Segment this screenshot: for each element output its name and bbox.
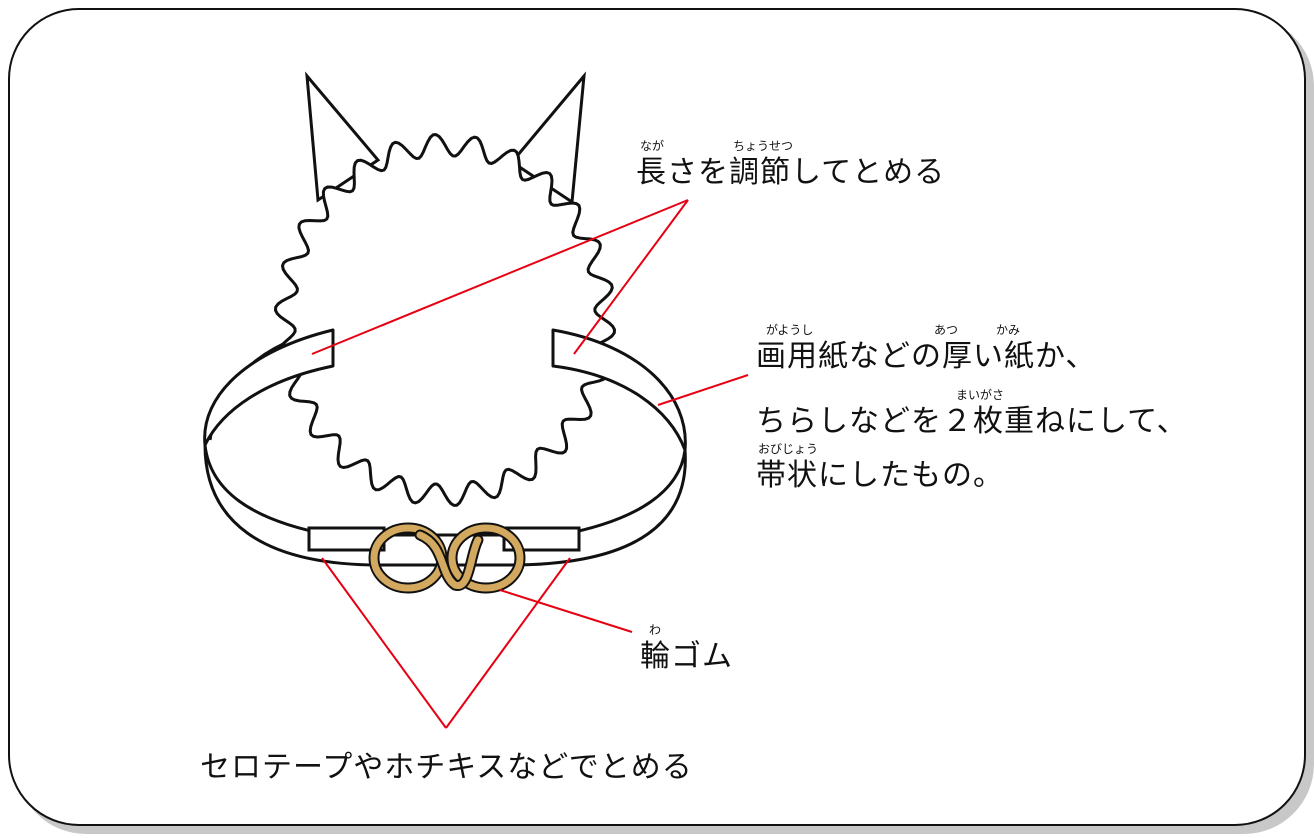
- label-tape-text: セロテープやホチキスなどでとめる: [200, 750, 693, 785]
- label-adjust: なが ちょうせつ 長さを調節してとめる: [636, 140, 946, 190]
- rubber-band: [368, 522, 526, 594]
- leader-lines: [311, 199, 749, 729]
- furigana-wa: わ: [649, 623, 662, 637]
- band-tab-right: [502, 526, 581, 552]
- furigana-naga: なが: [640, 139, 665, 153]
- label-paper-line2: まいがさ ちらしなどを２枚重ねにして、: [756, 389, 1188, 439]
- furigana-atsu: あつ: [934, 323, 959, 337]
- leader-adjust-left: [311, 199, 689, 355]
- leader-tape-right: [445, 557, 571, 729]
- label-paper-line3-text: 帯状にしたもの。: [756, 458, 1004, 493]
- label-paper-line1: がようし あつ かみ 画用紙などの厚い紙か、: [756, 324, 1097, 374]
- label-rubber-text: 輪ゴム: [640, 639, 733, 674]
- wavy-mane: [274, 133, 616, 507]
- label-tape: セロテープやホチキスなどでとめる: [200, 753, 693, 783]
- label-paper-line2-text: ちらしなどを２枚重ねにして、: [756, 404, 1188, 439]
- furigana-obijou: おびじょう: [758, 442, 819, 456]
- furigana-gayoushi: がようし: [766, 323, 814, 337]
- label-paper-line3: おびじょう 帯状にしたもの。: [756, 443, 1004, 493]
- label-rubber: わ 輪ゴム: [640, 624, 733, 674]
- band-left-upper: [203, 328, 335, 447]
- furigana-kami: かみ: [996, 323, 1021, 337]
- leader-adjust-right: [573, 199, 689, 355]
- label-paper-line1-text: 画用紙などの厚い紙か、: [756, 339, 1097, 374]
- leader-paper: [657, 374, 749, 406]
- label-adjust-text: 長さを調節してとめる: [636, 155, 946, 190]
- furigana-maigasa: まいがさ: [956, 388, 1005, 402]
- leader-tape-left: [321, 557, 447, 729]
- furigana-chousetsu: ちょうせつ: [733, 139, 794, 153]
- leader-rubber: [499, 589, 633, 633]
